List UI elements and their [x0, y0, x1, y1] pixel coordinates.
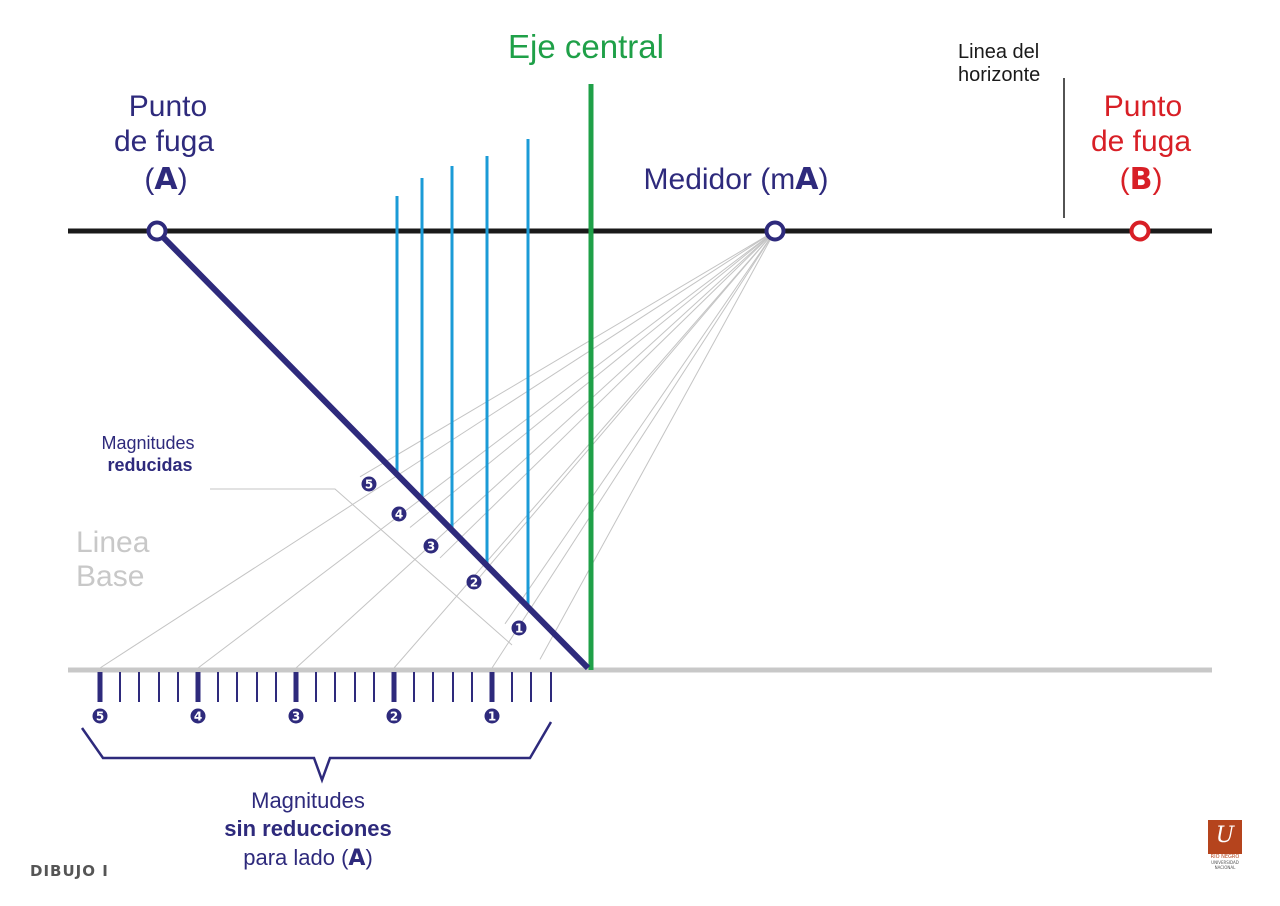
reduced-magnitudes-label-line2: reducidas: [107, 455, 192, 475]
vanishing-a-label-line1: Punto: [129, 90, 207, 123]
construction-line: [99, 230, 776, 669]
base-line-label-line1: Linea: [76, 526, 150, 559]
marker-label: 2: [470, 576, 478, 590]
medidor-label: Medidor (mA): [644, 162, 829, 197]
marker-label: 3: [292, 710, 300, 724]
logo-mark: U: [1208, 820, 1242, 854]
reduced-magnitude-verticals: [395, 139, 530, 608]
marker-label: 3: [427, 540, 435, 554]
reduced-magnitudes-label-line1: Magnitudes: [101, 433, 194, 453]
vanishing-point-a: [146, 220, 168, 242]
construction-line: [359, 230, 776, 478]
construction-line: [295, 230, 776, 669]
marker-circle: [92, 708, 108, 724]
marker-circle: [423, 538, 439, 554]
marker-label: 1: [515, 622, 523, 636]
marker-circle: [511, 620, 527, 636]
construction-line: [439, 230, 776, 559]
vanishing-point-b: [1129, 220, 1151, 242]
university-logo: U RÍO NEGRO UNIVERSIDAD NACIONAL: [1206, 820, 1244, 870]
guide-lines: [210, 488, 513, 646]
marker-3: 3: [423, 538, 439, 554]
construction-line: [393, 230, 776, 669]
marker-2: 2: [466, 574, 482, 590]
unreduced-label-line2: sin reducciones: [224, 816, 392, 841]
marker-5: 5: [361, 476, 377, 492]
logo-text-1: RÍO NEGRO: [1210, 854, 1240, 860]
marker-circle: [484, 708, 500, 724]
numbered-markers: 5 4 3 2 1 5 4 3 2 1: [92, 476, 527, 724]
marker-4: 4: [391, 506, 407, 522]
marker-2: 2: [386, 708, 402, 724]
marker-3: 3: [288, 708, 304, 724]
marker-circle: [288, 708, 304, 724]
logo-text-3: NACIONAL: [1214, 865, 1236, 870]
marker-label: 1: [488, 710, 496, 724]
construction-line: [504, 230, 776, 625]
course-footer: DIBUJO I: [30, 862, 109, 880]
horizon-label-line2: horizonte: [958, 64, 1040, 86]
vanishing-a-label-line3: (A): [144, 162, 187, 197]
construction-line: [539, 230, 776, 660]
vanishing-b-label-line1: Punto: [1104, 90, 1182, 123]
marker-4: 4: [190, 708, 206, 724]
marker-label: 5: [365, 478, 373, 492]
marker-circle: [190, 708, 206, 724]
horizon-label-line1: Linea del: [958, 41, 1039, 63]
reduced-leader-line: [210, 488, 513, 646]
eje-central-label: Eje central: [508, 28, 664, 65]
construction-lines: [99, 230, 776, 669]
vanishing-diagonal-line: [154, 228, 591, 671]
marker-label: 4: [395, 508, 403, 522]
marker-5: 5: [92, 708, 108, 724]
construction-line: [491, 230, 776, 669]
vanishing-a-label-line2: de fuga: [114, 125, 214, 158]
vanishing-b-label-line3: (B): [1120, 162, 1163, 197]
marker-circle: [361, 476, 377, 492]
construction-line: [469, 230, 776, 589]
marker-label: 5: [96, 710, 104, 724]
marker-circle: [386, 708, 402, 724]
vanishing-b-label-line2: de fuga: [1091, 125, 1191, 158]
logo-text-2: UNIVERSIDAD: [1211, 860, 1239, 865]
base-line-label-line2: Base: [76, 560, 144, 593]
marker-1: 1: [511, 620, 527, 636]
marker-circle: [466, 574, 482, 590]
unreduced-label-line1: Magnitudes: [251, 788, 365, 813]
unreduced-label-line3: para lado (A): [243, 845, 373, 871]
medidor-point: [764, 220, 786, 242]
marker-label: 4: [194, 710, 202, 724]
measurement-ruler: [97, 672, 552, 702]
marker-label: 2: [390, 710, 398, 724]
marker-circle: [391, 506, 407, 522]
bracket: [80, 721, 553, 784]
marker-1: 1: [484, 708, 500, 724]
